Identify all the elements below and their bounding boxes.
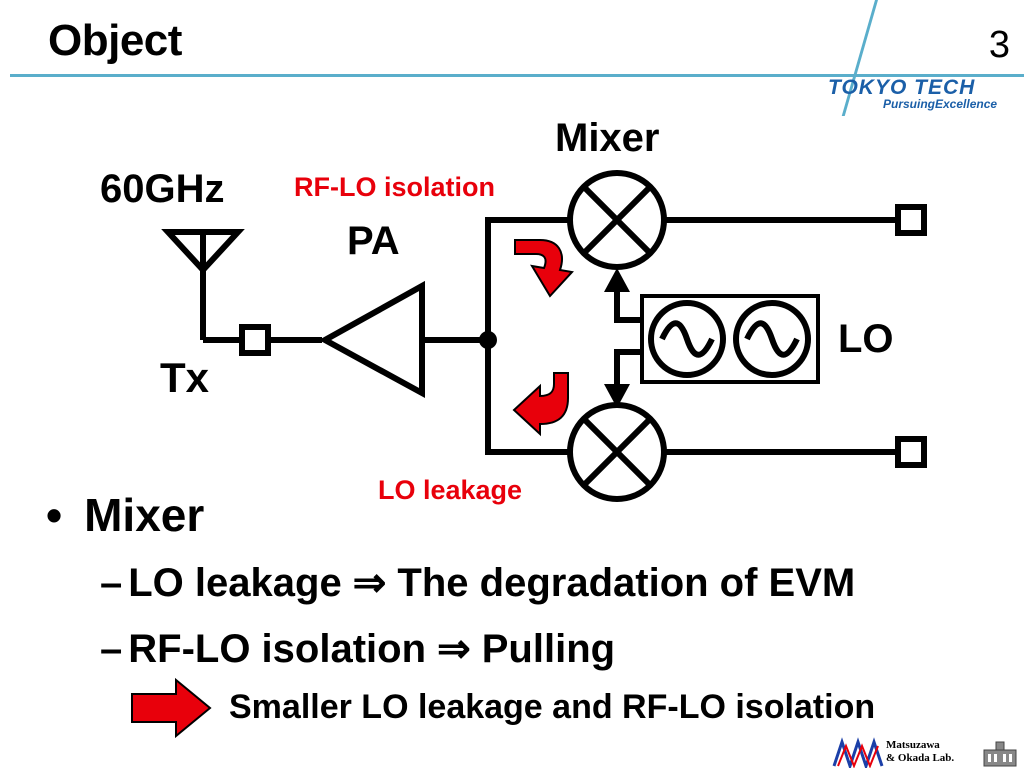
sub-bullet-dash: – [100, 627, 123, 671]
title-divider [10, 74, 1024, 77]
building-icon [983, 741, 1017, 767]
lo-arrow-up-icon [604, 268, 630, 292]
tokyo-tech-tagline: PursuingExcellence [883, 97, 998, 111]
lab-name-line2: & Okada Lab. [886, 752, 955, 764]
lo-oscillator-icon-1 [648, 300, 726, 378]
sub-bullet-rf-lo-isolation: –RF-LO isolation ⇒ Pulling [100, 626, 615, 672]
lo-arrow-down-icon [604, 384, 630, 408]
upper-if-port [895, 204, 927, 236]
sub-bullet-text: RF-LO isolation ⇒ Pulling [128, 627, 616, 671]
bullet-mixer: • Mixer [46, 488, 204, 542]
conclusion-arrow-icon [131, 677, 212, 739]
lab-logo [832, 737, 1017, 768]
page-number: 3 [988, 24, 1010, 66]
lab-name-line1: Matsuzawa [886, 739, 940, 751]
bullet-mixer-text: Mixer [84, 489, 205, 541]
slide-title: Object [48, 16, 182, 65]
pa-amplifier-icon [318, 280, 425, 399]
rf-lo-isolation-label: RF-LO isolation [294, 172, 495, 202]
conclusion-text: Smaller LO leakage and RF-LO isolation [229, 688, 876, 726]
lo-oscillator-icon-2 [733, 300, 811, 378]
bullet-dot: • [46, 489, 63, 541]
lower-if-port [895, 436, 927, 468]
pa-label: PA [347, 219, 400, 263]
lab-name: Matsuzawa & Okada Lab. [886, 739, 954, 765]
sub-bullet-text: LO leakage ⇒ The degradation of EVM [128, 561, 856, 605]
split-node [479, 331, 497, 349]
rf-lo-isolation-arrow-icon [514, 239, 574, 298]
sub-bullet-dash: – [100, 561, 123, 605]
upper-rf-wire [485, 217, 570, 340]
lab-wave-icon [832, 737, 884, 768]
lo-leakage-arrow-icon [512, 372, 569, 437]
antenna-label: 60GHz [100, 167, 225, 211]
sub-bullet-lo-leakage: –LO leakage ⇒ The degradation of EVM [100, 560, 855, 606]
lo-lower-wire [614, 349, 642, 384]
mixer-label: Mixer [555, 116, 660, 160]
lo-box [640, 294, 820, 384]
lo-label: LO [838, 317, 894, 361]
lo-upper-wire [614, 290, 642, 323]
tx-label: Tx [160, 354, 210, 401]
lo-leakage-label: LO leakage [378, 475, 522, 505]
tx-port [239, 324, 271, 356]
tokyo-tech-logo: TOKYO TECH [828, 76, 976, 99]
lower-rf-wire [485, 340, 570, 455]
